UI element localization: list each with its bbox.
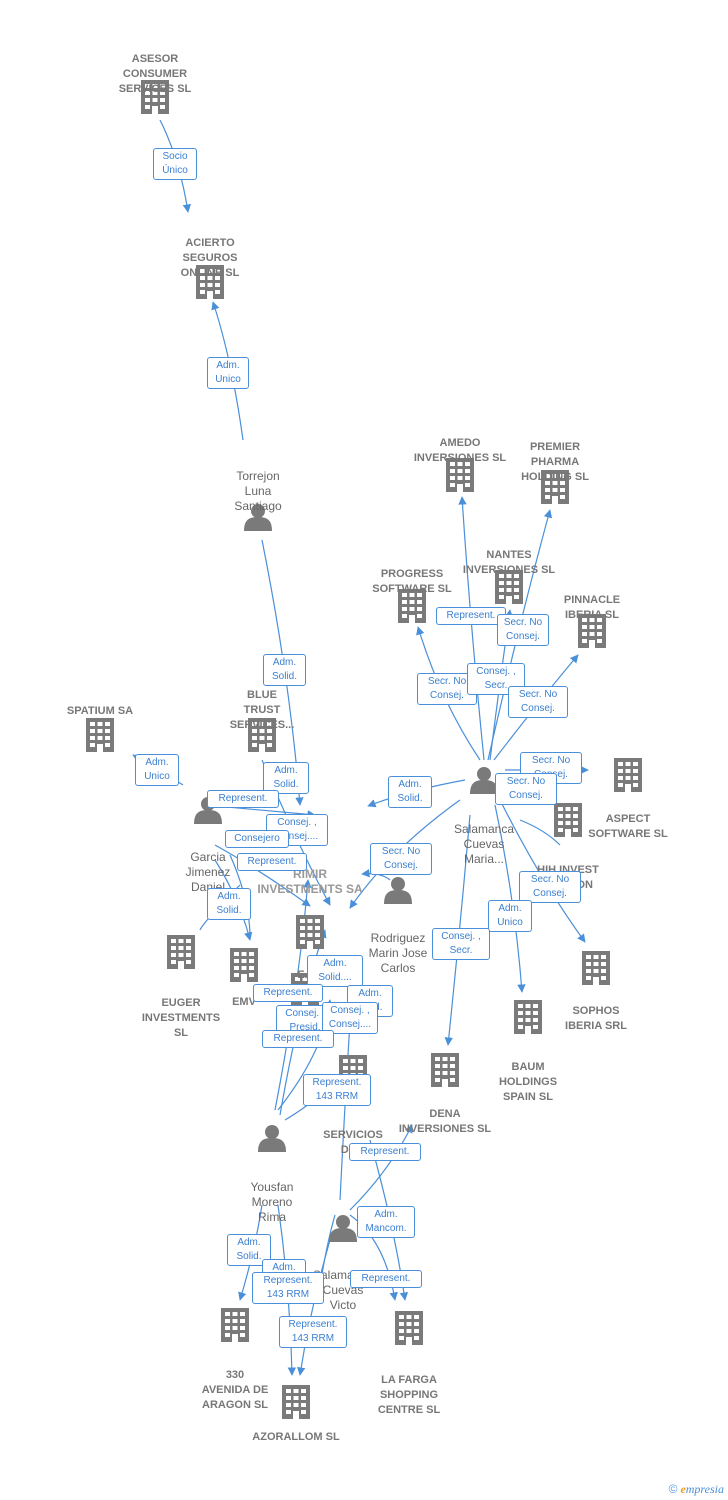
person-node-label[interactable]: Salamanca Cuevas Maria... [453,822,515,866]
company-node-label[interactable]: PROGRESS SOFTWARE SL [372,568,452,595]
relation-label: Represent. 143 RRM [279,1316,347,1348]
company-node-label[interactable]: DENA INVERSIONES SL [398,1108,492,1135]
relation-label: Represent. [349,1143,421,1161]
relation-label: Adm. Solid. [263,654,306,686]
relation-label: Adm. Solid. [207,888,251,920]
copyright-symbol: © [668,1482,678,1496]
relation-label: Adm. Unico [135,754,179,786]
company-node-label[interactable]: EUGER INVESTMENTS SL [141,997,221,1039]
person-node-label[interactable]: Rodriguez Marin Jose Carlos [368,931,428,975]
relation-label: Adm. Unico [207,357,249,389]
company-node-label[interactable]: AZORALLOM SL [252,1431,340,1443]
person-icon [258,1125,286,1152]
company-node-label[interactable]: BLUE TRUST SERVICES... [229,689,295,731]
company-node-label[interactable]: PINNACLE IBERIA SL [563,594,621,621]
company-node-label[interactable]: ASESOR CONSUMER SERVICES SL [118,53,192,95]
relation-label: Adm. Solid. [388,776,432,808]
brand-name: mpresia [685,1482,724,1496]
relation-label: Represent. 143 RRM [252,1272,324,1304]
company-node-label[interactable]: PREMIER PHARMA HOLDING SL [521,441,589,483]
relation-label: Represent. 143 RRM [303,1074,371,1106]
brand-initial: e [680,1482,686,1496]
edge [494,804,526,993]
relation-label: Secr. No Consej. [497,614,549,646]
company-node-label[interactable]: NANTES INVERSIONES SL [462,549,556,576]
person-icon [384,877,412,904]
relation-label: Adm. Solid. [263,762,309,794]
company-node-label[interactable]: AMEDO INVERSIONES SL [413,437,507,464]
company-node-label[interactable]: RIMIR INVESTMENTS SA [257,867,363,896]
edges [132,119,589,1376]
relation-label: Represent. [237,853,307,871]
relation-label: Secr. No Consej. [508,686,568,718]
relation-label: Represent. [350,1270,422,1288]
building-icon [296,915,324,949]
company-node-label[interactable]: SPATIUM SA [66,705,134,717]
relation-label: Consejero [225,830,289,848]
relation-label: Consej. , Secr. [432,928,490,960]
building-icon [582,951,610,985]
relation-label: Socio Único [153,148,197,180]
edge [214,844,311,907]
building-icon [221,1308,249,1342]
company-node-label[interactable]: ASPECT SOFTWARE SL [588,813,668,840]
relation-label: Adm. Solid.... [307,955,363,987]
edge [349,1124,413,1211]
building-icon [431,1053,459,1087]
edge [458,496,485,761]
relation-label: Represent. [253,984,323,1002]
company-node-label[interactable]: ACIERTO SEGUROS ONLINE SL [180,237,240,279]
relation-label: Represent. [436,607,506,625]
relation-label: Secr. No Consej. [519,871,581,903]
person-node-label[interactable]: Yousfan Moreno Rima [250,1180,294,1224]
relation-label: Adm. Solid. [227,1234,271,1266]
person-node-label[interactable]: Torrejon Luna Santiago [234,469,282,513]
relation-label: Represent. [262,1030,334,1048]
relation-label: Secr. No Consej. [370,843,432,875]
person-icon [470,767,498,794]
company-node-label[interactable]: BAUM HOLDINGS SPAIN SL [498,1061,558,1103]
company-node-label[interactable]: LA FARGA SHOPPING CENTRE SL [377,1374,441,1416]
relation-label: Consej. , Consej.... [322,1002,378,1034]
building-icon [86,718,114,752]
relation-label: Represent. [207,790,279,808]
company-node-label[interactable]: EMV [232,996,256,1008]
building-icon [167,935,195,969]
relation-label: Adm. Unico [488,900,532,932]
edge [519,819,561,846]
relation-label: Adm. Mancom. [357,1206,415,1238]
footer-brand: ©empresia [669,1482,724,1497]
building-icon [395,1311,423,1345]
company-node-label[interactable]: 330 AVENIDA DE ARAGON SL [201,1369,269,1411]
company-node-label[interactable]: SOPHOS IBERIA SRL [565,1005,627,1032]
relation-label: Secr. No Consej. [495,773,557,805]
building-icon [614,758,642,792]
